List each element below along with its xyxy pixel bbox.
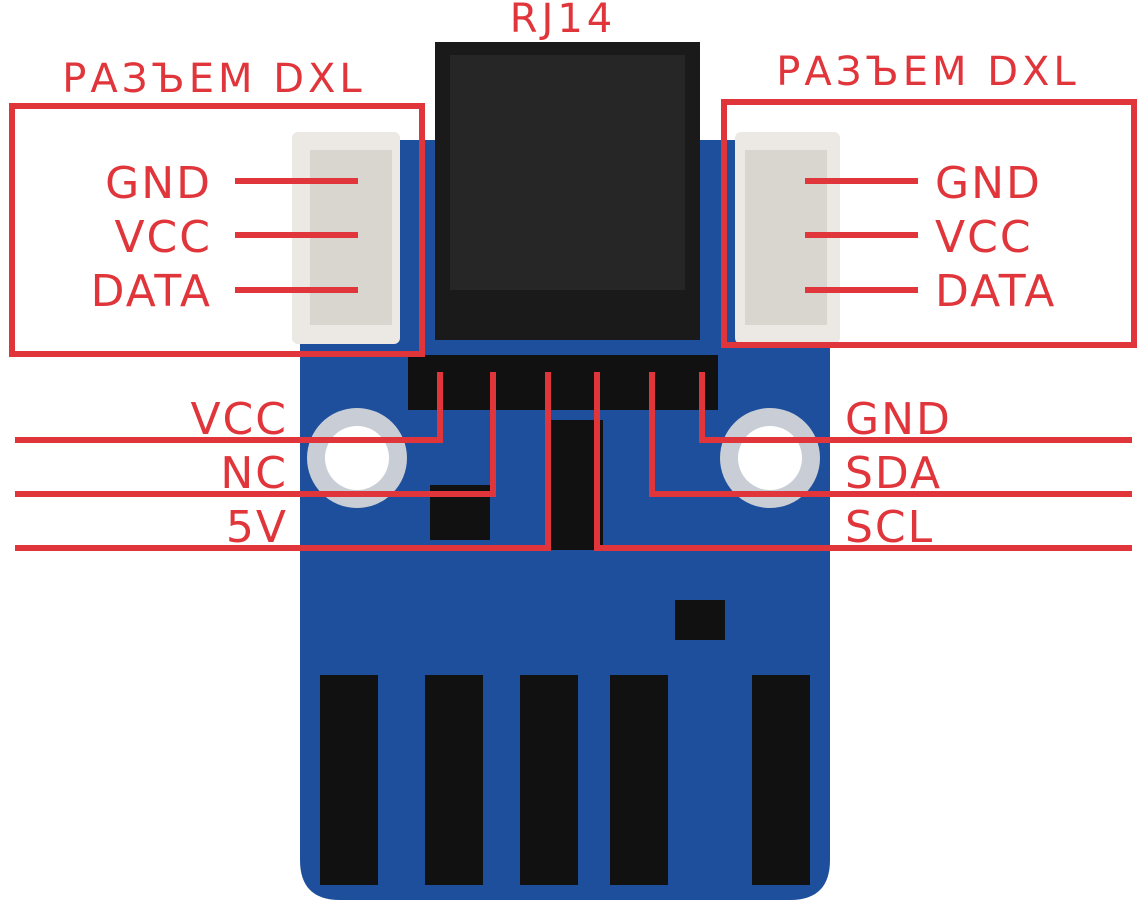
rj14-label: RJ14 — [510, 0, 617, 42]
right-pin-gnd: GND — [935, 158, 1042, 209]
bottom-pin-headers — [320, 675, 810, 885]
left-dxl-heading: РАЗЪЕМ DXL — [62, 56, 365, 102]
chip-sot — [675, 600, 725, 640]
pin-header-top — [408, 355, 718, 410]
header-pin-sda: SDA — [845, 448, 942, 499]
header-pin-scl: SCL — [845, 502, 934, 553]
header-pin-gnd: GND — [845, 394, 952, 445]
left-pin-vcc: VCC — [114, 212, 212, 263]
right-pin-vcc: VCC — [935, 212, 1033, 263]
left-pin-gnd: GND — [105, 158, 212, 209]
right-pin-data: DATA — [935, 266, 1056, 317]
header-pin-nc: NC — [220, 448, 288, 499]
chip-main — [548, 420, 603, 550]
header-pin-vcc: VCC — [190, 394, 288, 445]
right-dxl-box — [721, 99, 1137, 348]
left-pin-data: DATA — [91, 266, 212, 317]
left-dxl-box — [9, 103, 425, 357]
right-dxl-heading: РАЗЪЕМ DXL — [776, 49, 1079, 95]
header-pin-5v: 5V — [226, 502, 288, 553]
